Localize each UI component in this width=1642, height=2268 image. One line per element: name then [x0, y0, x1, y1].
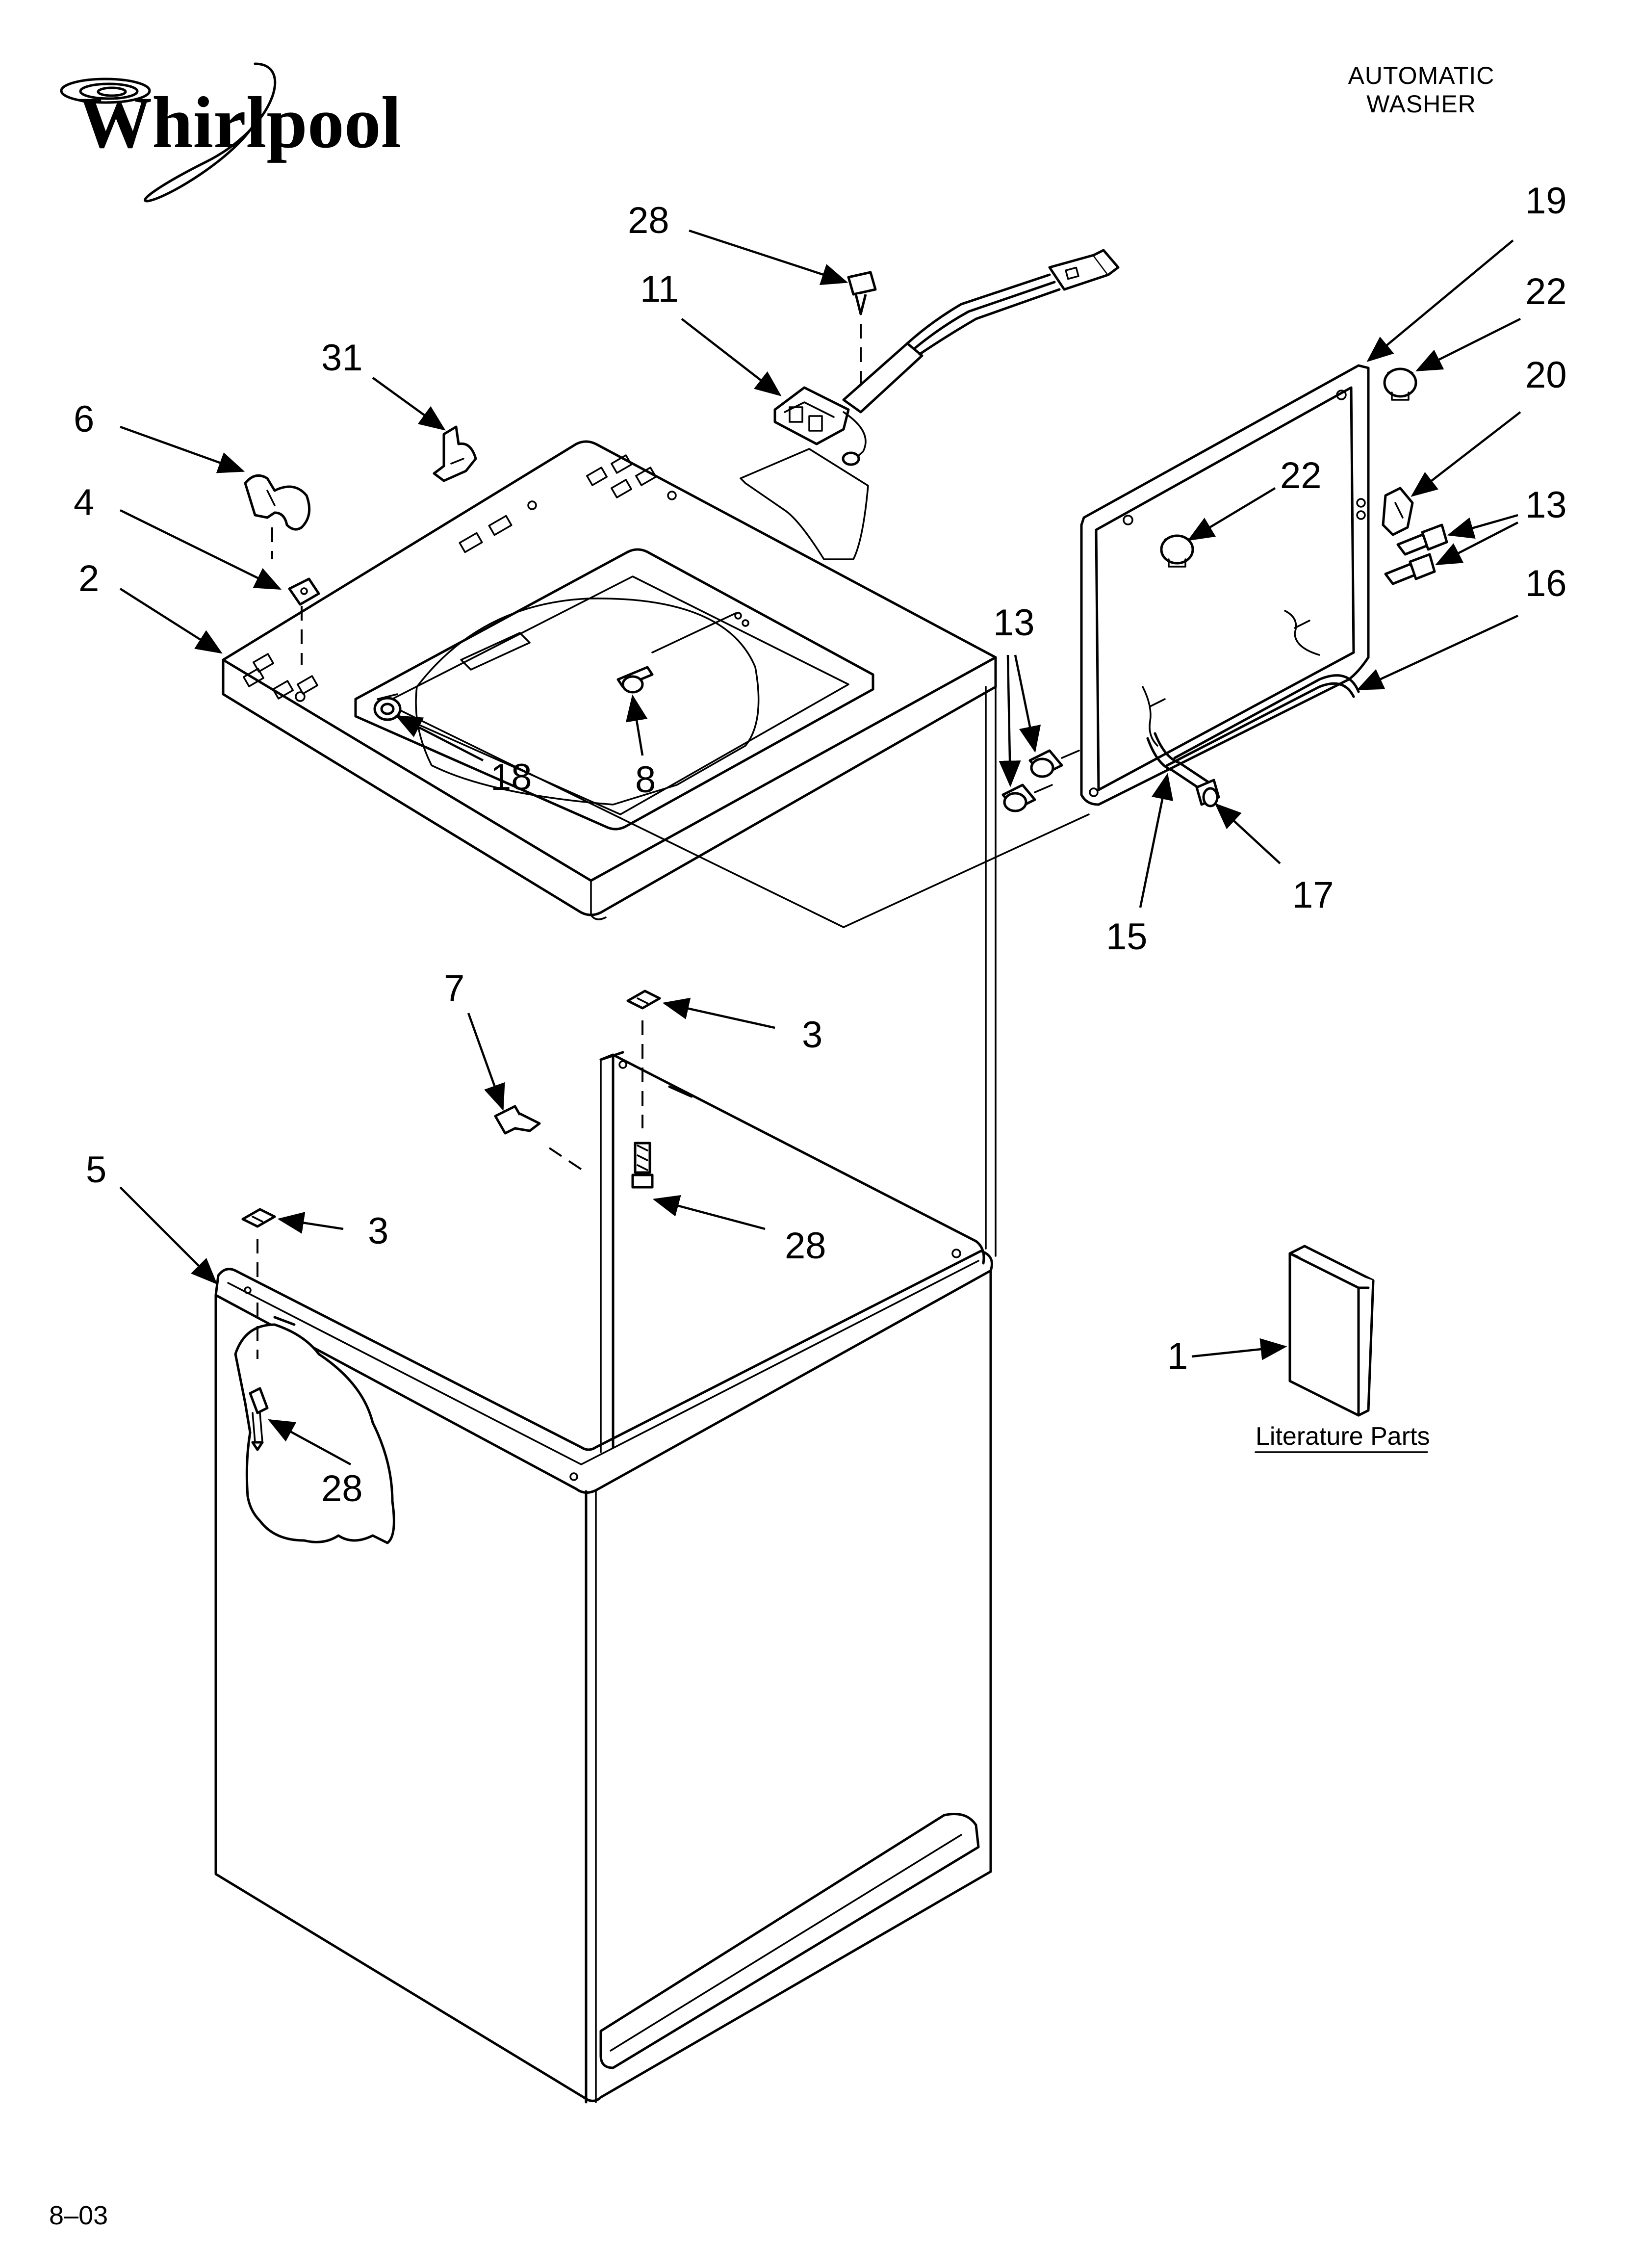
callout-1: 1 — [1167, 1335, 1188, 1377]
header-line-2: WASHER — [1366, 90, 1476, 118]
callout-17: 17 — [1292, 874, 1334, 916]
callout-3-left: 3 — [368, 1210, 388, 1252]
literature-book-1 — [1288, 1245, 1375, 1417]
callout-2: 2 — [78, 558, 99, 600]
screw-7 — [494, 1105, 541, 1135]
callout-3-top: 3 — [802, 1014, 822, 1056]
callout-arrows — [119, 229, 1521, 1465]
bracket-4 — [288, 577, 320, 606]
callout-20: 20 — [1525, 354, 1567, 396]
hinge-clip-31 — [433, 425, 477, 482]
callout-28-low: 28 — [321, 1468, 363, 1510]
callout-31: 31 — [321, 337, 363, 379]
swirl-icon — [60, 62, 277, 203]
callout-28-top: 28 — [628, 200, 669, 241]
callout-19: 19 — [1525, 180, 1567, 222]
nozzle-17 — [1195, 779, 1220, 808]
revision-code: 8–03 — [49, 2201, 108, 2230]
clip-3-top — [626, 990, 661, 1010]
callout-7: 7 — [444, 967, 464, 1009]
screw-28-top — [847, 271, 877, 315]
screws-13-left — [1001, 749, 1080, 812]
knob-22-top — [1383, 367, 1417, 401]
callout-6: 6 — [74, 398, 94, 440]
callout-4: 4 — [74, 482, 94, 523]
callout-18: 18 — [490, 756, 532, 798]
callout-15: 15 — [1106, 916, 1148, 958]
callout-13-left: 13 — [993, 602, 1035, 644]
grommet-18 — [373, 693, 402, 721]
knob-22-mid — [1160, 534, 1194, 568]
literature-parts-label: Literature Parts — [1256, 1422, 1430, 1451]
hinge-bolt-8 — [616, 612, 749, 694]
callout-28-mid: 28 — [785, 1225, 826, 1267]
whirlpool-logo: Whirlpool — [60, 62, 401, 203]
callout-11: 11 — [640, 268, 679, 310]
callout-22-mid: 22 — [1280, 455, 1322, 496]
switch-20 — [1382, 487, 1414, 536]
callout-5: 5 — [86, 1149, 106, 1191]
cabinet-5 — [214, 1051, 993, 2104]
console-frame-19 — [1080, 364, 1370, 806]
top-cover-assembly — [222, 440, 1090, 928]
callout-22-top: 22 — [1525, 271, 1567, 313]
screw-28-mid — [631, 1142, 654, 1189]
header-line-1: AUTOMATIC — [1348, 62, 1495, 89]
clip-3-left — [241, 1208, 276, 1228]
callout-16: 16 — [1525, 563, 1567, 604]
logo-wordmark: Whirlpool — [78, 82, 401, 163]
callout-13-right: 13 — [1525, 484, 1567, 526]
callout-8: 8 — [635, 759, 656, 801]
page-header: AUTOMATIC WASHER — [1299, 61, 1544, 118]
hinge-clip-6 — [244, 474, 311, 531]
lid-switch-11 — [773, 249, 1120, 466]
